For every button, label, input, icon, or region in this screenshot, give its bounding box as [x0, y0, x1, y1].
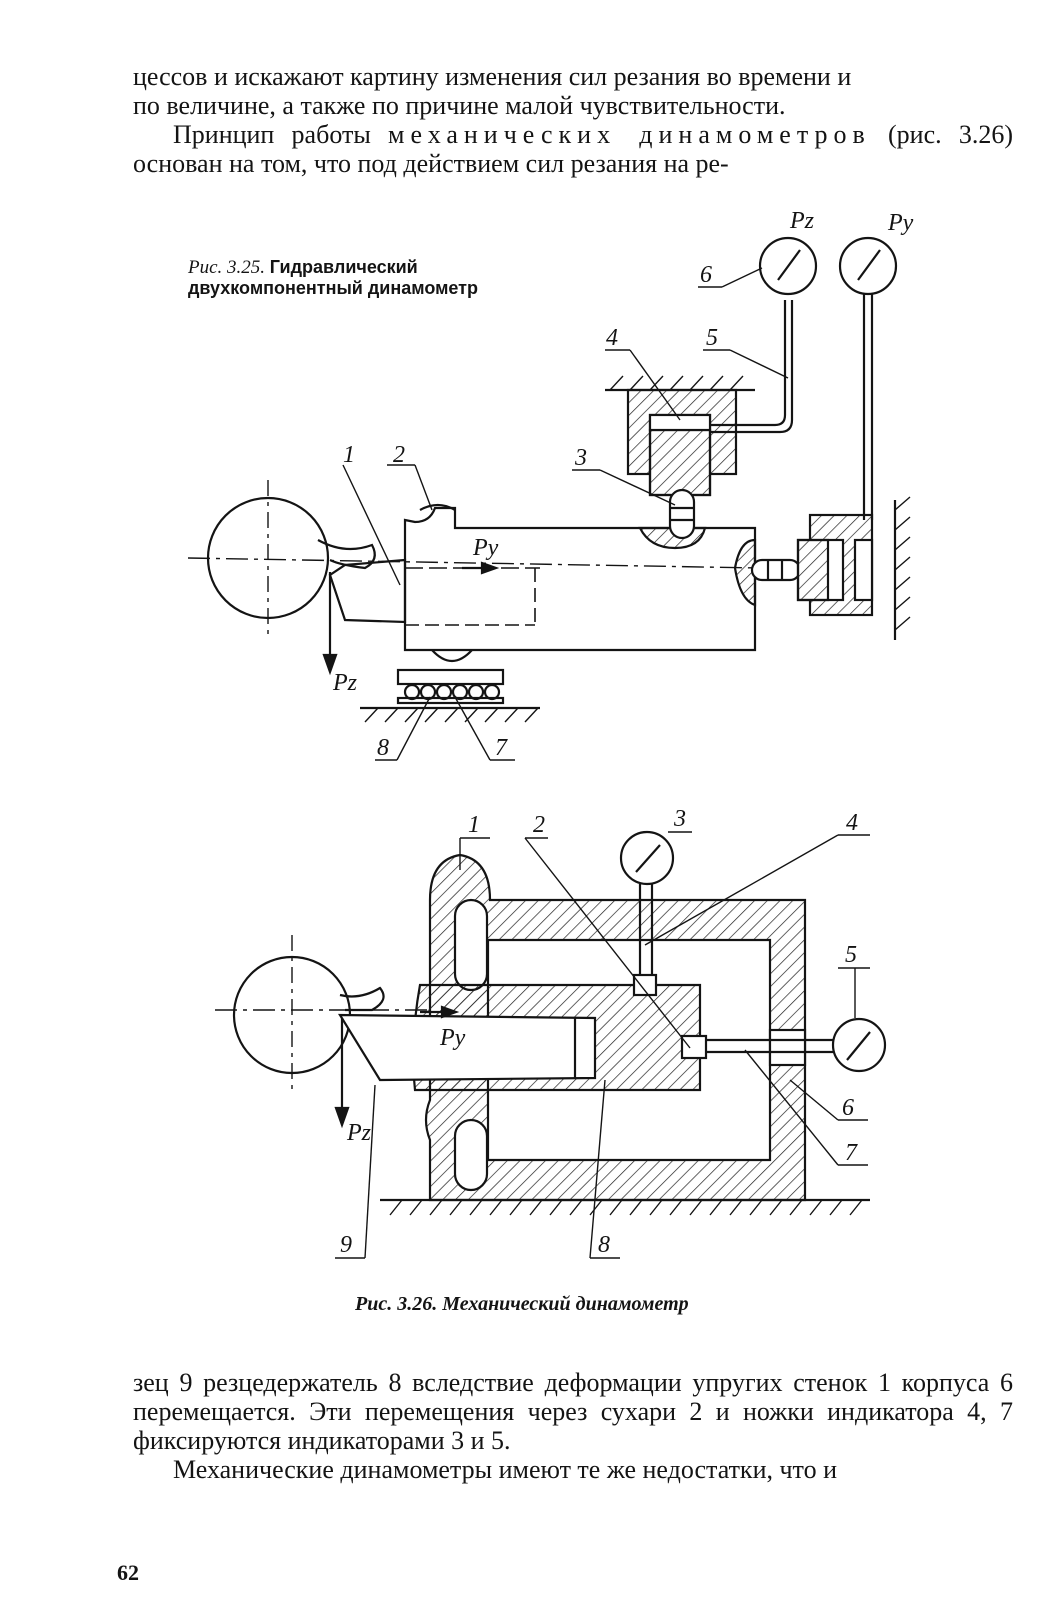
fig326-labels: 1 2 3 4 5 6 7 8 9 Py Pz — [340, 806, 858, 1258]
text-bottom-paragraph-1: зец 9 резцедержатель 8 вследствие деформ… — [133, 1368, 1013, 1456]
fig326-label-7: 7 — [845, 1140, 858, 1166]
fig325-label-pz-force: Pz — [332, 670, 358, 696]
fig326-label-1: 1 — [468, 812, 480, 838]
fig326-cutter — [338, 1013, 597, 1082]
text-bottom-paragraph-2: Механические динамометры имеют те же нед… — [173, 1455, 837, 1484]
fig325-label-1: 1 — [343, 442, 355, 468]
fig326-indicator-3 — [619, 830, 675, 886]
fig326-label-5: 5 — [845, 942, 857, 968]
fig325-gauge-pz — [758, 236, 818, 296]
fig326-label-pz-force: Pz — [346, 1120, 372, 1146]
fig326-drawing — [215, 830, 887, 1259]
fig325-label-6: 6 — [700, 262, 712, 288]
fig325-label-8: 8 — [377, 735, 389, 761]
text-top-line-1: цессов и искажают картину изменения сил … — [133, 62, 852, 91]
fig325-label-2: 2 — [393, 442, 405, 468]
fig325-label-5: 5 — [706, 325, 718, 351]
text-top-paragraph-2: Принцип работы механических динамометров… — [133, 120, 1013, 178]
fig325-label-4: 4 — [606, 325, 618, 351]
fig325-gauge-py — [838, 236, 898, 296]
fig326-label-9: 9 — [340, 1232, 352, 1258]
text-top-line-2: по величине, а также по причине малой чу… — [133, 91, 786, 120]
p2-start: Принцип работы — [173, 120, 389, 149]
fig326-label-8: 8 — [598, 1232, 610, 1258]
fig325-label-3: 3 — [574, 445, 587, 471]
fig325-label-py-force: Py — [472, 535, 499, 561]
fig325-label-7: 7 — [495, 735, 508, 761]
fig325-caption-title: Гидравлический двухкомпонентный динамоме… — [188, 257, 478, 299]
fig326-label-4: 4 — [846, 810, 858, 836]
p2-spaced-term: механических динамометров — [388, 120, 871, 149]
p2-rest: (рис. 3.26) основан на том, что под дейс… — [133, 120, 1013, 179]
fig326-label-2: 2 — [533, 812, 545, 838]
fig326-caption: Рис. 3.26. Механический динамометр — [355, 1293, 689, 1315]
fig325-labels: 1 2 3 4 5 6 7 8 Pz Py Py Pz — [332, 208, 914, 761]
fig326-label-3: 3 — [673, 806, 686, 832]
fig325-caption: Рис. 3.25. Гидравлический двухкомпонентн… — [188, 257, 488, 300]
fig326-label-6: 6 — [842, 1095, 854, 1121]
fig325-drawing — [187, 236, 911, 761]
fig325-cutter — [328, 558, 407, 624]
fig326-indicator-5 — [831, 1017, 887, 1073]
fig325-label-py-gauge: Py — [887, 210, 914, 236]
page-number: 62 — [117, 1560, 139, 1585]
fig325-label-pz-gauge: Pz — [789, 208, 815, 234]
fig326-label-py-force: Py — [439, 1025, 466, 1051]
fig325-caption-label: Рис. 3.25. — [188, 257, 266, 278]
